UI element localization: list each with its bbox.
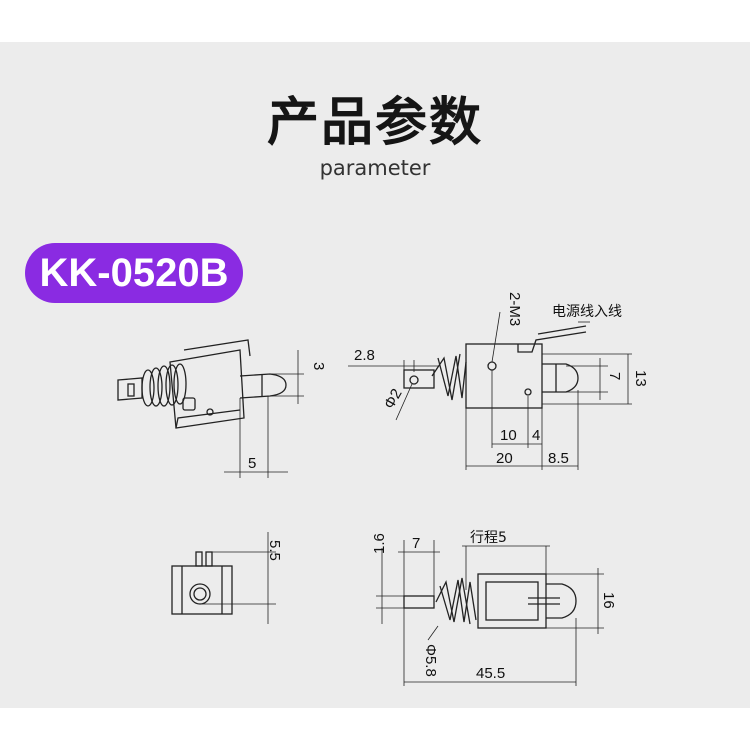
front-view-wire	[537, 325, 587, 335]
stroke-label: 行程5	[470, 530, 507, 546]
end-view-terminal	[195, 551, 203, 567]
side-view-right-plunger	[239, 373, 287, 399]
end-view	[171, 532, 276, 624]
dim-text: 4	[532, 427, 540, 444]
side-view-pin	[127, 383, 135, 397]
side-view-frame-bottom	[175, 409, 241, 429]
dim-leader-2m3	[491, 311, 501, 363]
end-view-terminal	[205, 551, 213, 567]
dim-text: 7	[412, 535, 420, 552]
page-title: 产品参数	[266, 93, 483, 153]
dim-text: Φ2	[381, 386, 406, 412]
content-background	[0, 42, 750, 708]
bottom-view	[376, 540, 604, 686]
dim-text: 5	[248, 455, 256, 472]
front-view	[348, 311, 632, 470]
side-view-left-plunger	[117, 377, 143, 401]
bottom-view-rod	[403, 595, 435, 609]
side-view-hole	[206, 408, 214, 416]
dim-text: 7	[606, 372, 623, 380]
end-view-bore-inner	[193, 587, 207, 601]
front-view-pin-hole	[409, 375, 419, 385]
dim-text: 8.5	[548, 450, 569, 467]
side-view	[117, 339, 304, 478]
bottom-view-spring	[435, 577, 477, 625]
bottom-view-frame	[477, 573, 547, 629]
model-badge: KK-0520B	[25, 243, 243, 303]
dim-text: 20	[496, 450, 513, 467]
front-view-center-hole	[524, 388, 532, 396]
front-view-spring	[431, 353, 467, 401]
dim-text: 3	[310, 362, 327, 370]
wire-callout: 电源线入线	[552, 304, 622, 320]
dim-text: 2.8	[354, 347, 375, 364]
end-view-bore	[189, 583, 211, 605]
dim-text: Φ5.8	[422, 644, 439, 677]
front-view-wire	[517, 331, 587, 353]
front-view-body	[465, 343, 543, 409]
side-view-slot	[182, 397, 196, 411]
dim-text: 2-M3	[506, 292, 523, 326]
dim-text: 1.6	[371, 533, 388, 554]
dim-text: 10	[500, 427, 517, 444]
side-view-frame	[169, 349, 245, 429]
side-view-frame-top	[183, 339, 251, 357]
side-view-spring	[141, 363, 187, 407]
front-view-mount-hole	[487, 361, 497, 371]
dim-text: 45.5	[476, 665, 505, 682]
dim-leader-phi5-8	[427, 625, 439, 641]
dim-leader-phi2	[395, 383, 413, 421]
bottom-view-plunger	[546, 583, 577, 619]
dim-text: 16	[600, 592, 617, 609]
dim-text: 13	[632, 370, 649, 387]
bottom-view-frame-inner	[485, 581, 539, 621]
dim-text: 5.5	[266, 540, 283, 561]
front-view-left-pin	[403, 369, 435, 389]
end-view-body	[171, 565, 233, 615]
page-subtitle: parameter	[319, 156, 431, 180]
front-view-plunger	[542, 363, 579, 393]
